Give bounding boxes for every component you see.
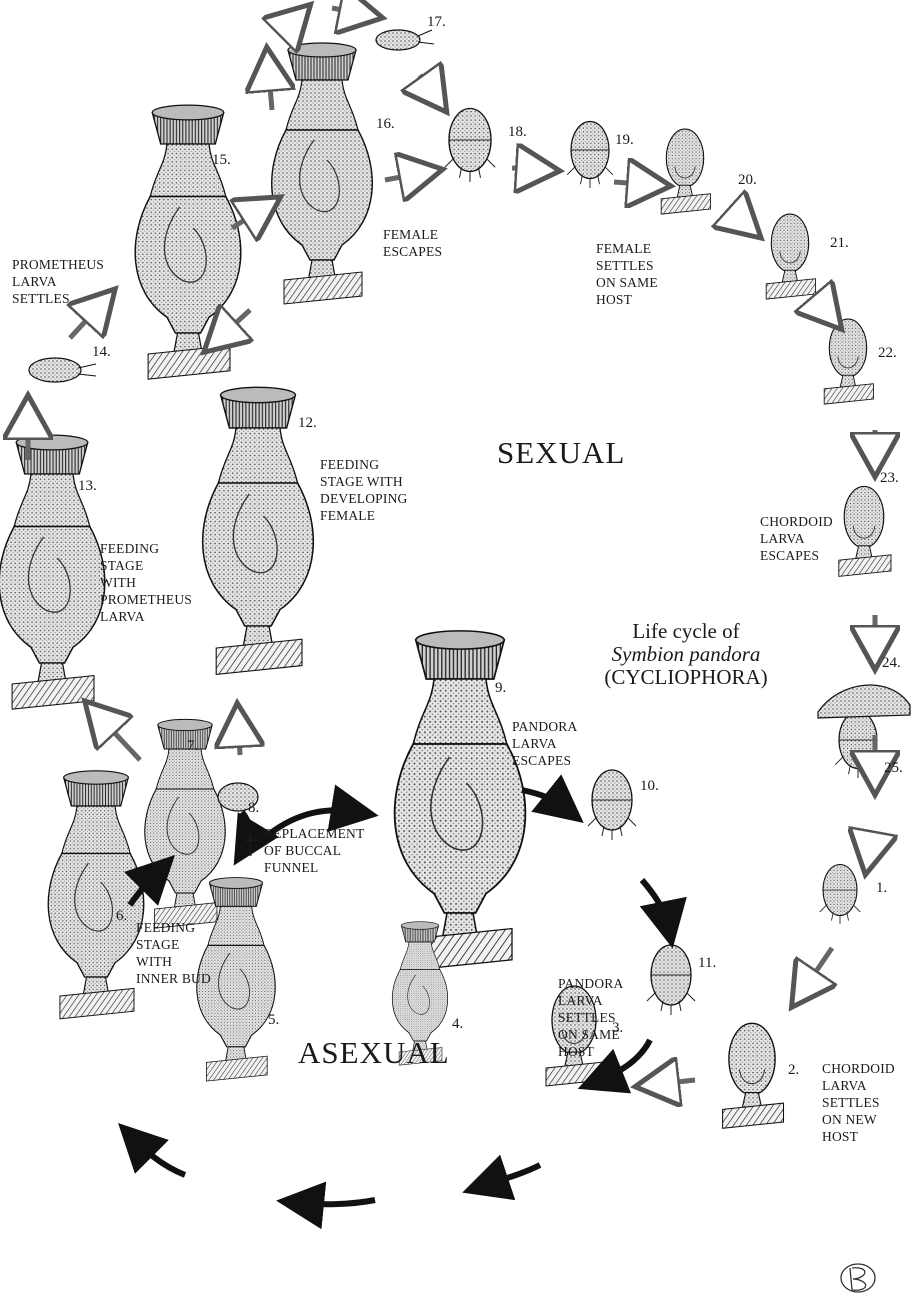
diagram-title: Life cycle of Symbion pandora (CYCLIOPHO… [566, 620, 806, 689]
organism-16 [272, 43, 373, 304]
stage-number-11: 11. [698, 955, 716, 971]
sexual-label: SEXUAL [497, 435, 625, 471]
stage-number-25: 25. [884, 760, 903, 776]
annotation-feeding-developing-female: FEEDING STAGE WITH DEVELOPING FEMALE [320, 456, 408, 524]
organism-12 [203, 387, 314, 674]
stage-number-18: 18. [508, 124, 527, 140]
stage-number-16: 16. [376, 116, 395, 132]
annotation-feeding-prometheus: FEEDING STAGE WITH PROMETHEUS LARVA [100, 540, 192, 625]
organism-14 [29, 358, 96, 382]
annotation-replacement-buccal: REPLACEMENT OF BUCCAL FUNNEL [264, 825, 364, 876]
title-phylum: (CYCLIOPHORA) [566, 666, 806, 689]
organism-22 [824, 319, 873, 404]
organism-6 [48, 771, 144, 1019]
annotation-feeding-inner-bud: FEEDING STAGE WITH INNER BUD [136, 919, 211, 987]
stage-number-7: 7. [187, 738, 198, 754]
stage-number-17: 17. [427, 14, 446, 30]
stage-number-19: 19. [615, 132, 634, 148]
stage-number-2: 2. [788, 1062, 799, 1078]
stage-number-6: 6. [116, 908, 127, 924]
death-cross-icon: † [244, 832, 257, 858]
stage-number-12: 12. [298, 415, 317, 431]
stage-number-23: 23. [880, 470, 899, 486]
organism-20 [661, 129, 710, 214]
annotation-female-settles: FEMALE SETTLES ON SAME HOST [596, 240, 658, 308]
annotation-chordoid-settles: CHORDOID LARVA SETTLES ON NEW HOST [822, 1060, 895, 1145]
stage-number-9: 9. [495, 680, 506, 696]
annotation-pandora-settles: PANDORA LARVA SETTLES ON SAME HOST [558, 975, 623, 1060]
stage-number-21: 21. [830, 235, 849, 251]
organism-2 [723, 1023, 784, 1128]
stage-number-4: 4. [452, 1016, 463, 1032]
organism-1 [820, 865, 861, 925]
stage-number-15: 15. [212, 152, 231, 168]
stage-number-24: 24. [882, 655, 901, 671]
annotation-pandora-escapes: PANDORA LARVA ESCAPES [512, 718, 577, 769]
stage-number-13: 13. [78, 478, 97, 494]
stage-number-22: 22. [878, 345, 897, 361]
organism-21 [766, 214, 815, 299]
asexual-label: ASEXUAL [298, 1035, 450, 1071]
stage-number-5: 5. [268, 1012, 279, 1028]
annotation-prometheus-settles: PROMETHEUS LARVA SETTLES [12, 256, 104, 307]
organism-18 [445, 109, 495, 183]
stage-number-8: 8. [248, 800, 259, 816]
organism-10 [588, 770, 636, 840]
organism-11 [647, 945, 695, 1015]
organism-15 [135, 105, 241, 379]
organism-23 [839, 486, 891, 576]
title-species: Symbion pandora [566, 643, 806, 666]
annotation-chordoid-escapes: CHORDOID LARVA ESCAPES [760, 513, 833, 564]
organism-24 [818, 685, 910, 718]
annotation-female-escapes: FEMALE ESCAPES [383, 226, 442, 260]
organism-13 [0, 435, 105, 709]
artist-signature [841, 1264, 875, 1292]
stage-number-20: 20. [738, 172, 757, 188]
stage-number-1: 1. [876, 880, 887, 896]
stage-number-14: 14. [92, 344, 111, 360]
title-line1: Life cycle of [566, 620, 806, 643]
organism-17 [376, 30, 434, 50]
organism-19 [567, 122, 613, 189]
stage-number-10: 10. [640, 778, 659, 794]
